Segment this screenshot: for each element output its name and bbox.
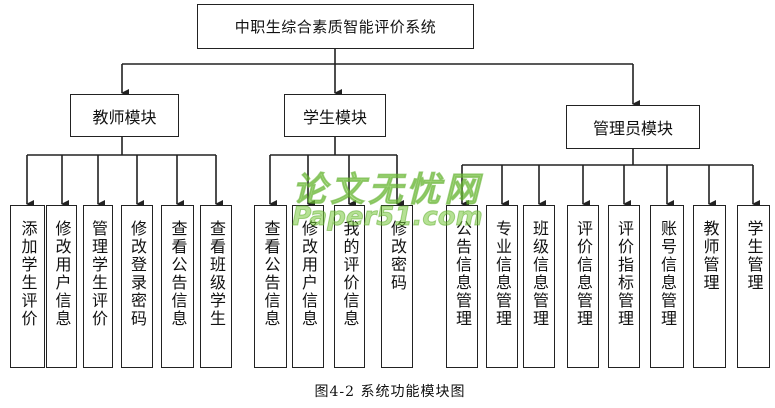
function-label: 查看班级学生 — [207, 220, 226, 328]
function-label: 学生管理 — [744, 220, 764, 292]
function-box: 公告信息管理 — [446, 205, 478, 368]
function-label: 修改密码 — [388, 220, 407, 292]
function-label: 我的评价信息 — [340, 220, 360, 328]
function-box: 我的评价信息 — [334, 205, 365, 368]
function-label: 班级信息管理 — [530, 220, 549, 328]
function-label: 查看公告信息 — [168, 220, 188, 328]
function-label: 查看公告信息 — [261, 220, 281, 328]
function-box: 班级信息管理 — [523, 205, 555, 368]
module-teacher: 教师模块 — [70, 94, 179, 137]
module-admin-label: 管理员模块 — [592, 119, 673, 138]
function-label: 修改登录密码 — [128, 220, 147, 328]
function-box: 添加学生评价 — [10, 205, 45, 368]
function-label: 教师管理 — [700, 220, 720, 292]
function-label: 公告信息管理 — [453, 220, 472, 328]
function-box: 评价指标管理 — [608, 205, 640, 368]
function-box: 教师管理 — [693, 205, 726, 368]
figure-caption: 图4-2 系统功能模块图 — [314, 384, 466, 400]
function-box: 管理学生评价 — [83, 205, 113, 368]
root-label: 中职生综合素质智能评价系统 — [234, 18, 437, 36]
function-label: 管理学生评价 — [89, 220, 108, 328]
function-label: 评价指标管理 — [615, 220, 634, 328]
module-teacher-label: 教师模块 — [92, 107, 157, 127]
function-label: 账号信息管理 — [658, 220, 677, 328]
function-box: 查看公告信息 — [161, 205, 194, 368]
function-box: 学生管理 — [737, 205, 770, 368]
function-box: 查看公告信息 — [254, 205, 287, 368]
function-box: 评价信息管理 — [567, 205, 599, 368]
module-student-label: 学生模块 — [302, 107, 367, 127]
function-label: 修改用户信息 — [299, 220, 318, 328]
function-box: 修改登录密码 — [121, 205, 153, 368]
function-box: 修改用户信息 — [46, 205, 77, 368]
function-box: 查看班级学生 — [200, 205, 232, 368]
function-box: 修改密码 — [381, 205, 413, 368]
function-label: 评价信息管理 — [574, 220, 593, 328]
module-admin: 管理员模块 — [566, 105, 700, 149]
module-student: 学生模块 — [284, 94, 386, 137]
function-label: 添加学生评价 — [18, 220, 38, 328]
function-label: 修改用户信息 — [52, 220, 72, 328]
function-box: 修改用户信息 — [292, 205, 324, 368]
function-label: 专业信息管理 — [493, 220, 512, 328]
function-box: 专业信息管理 — [486, 205, 518, 368]
root-node: 中职生综合素质智能评价系统 — [197, 4, 474, 49]
function-box: 账号信息管理 — [650, 205, 684, 368]
